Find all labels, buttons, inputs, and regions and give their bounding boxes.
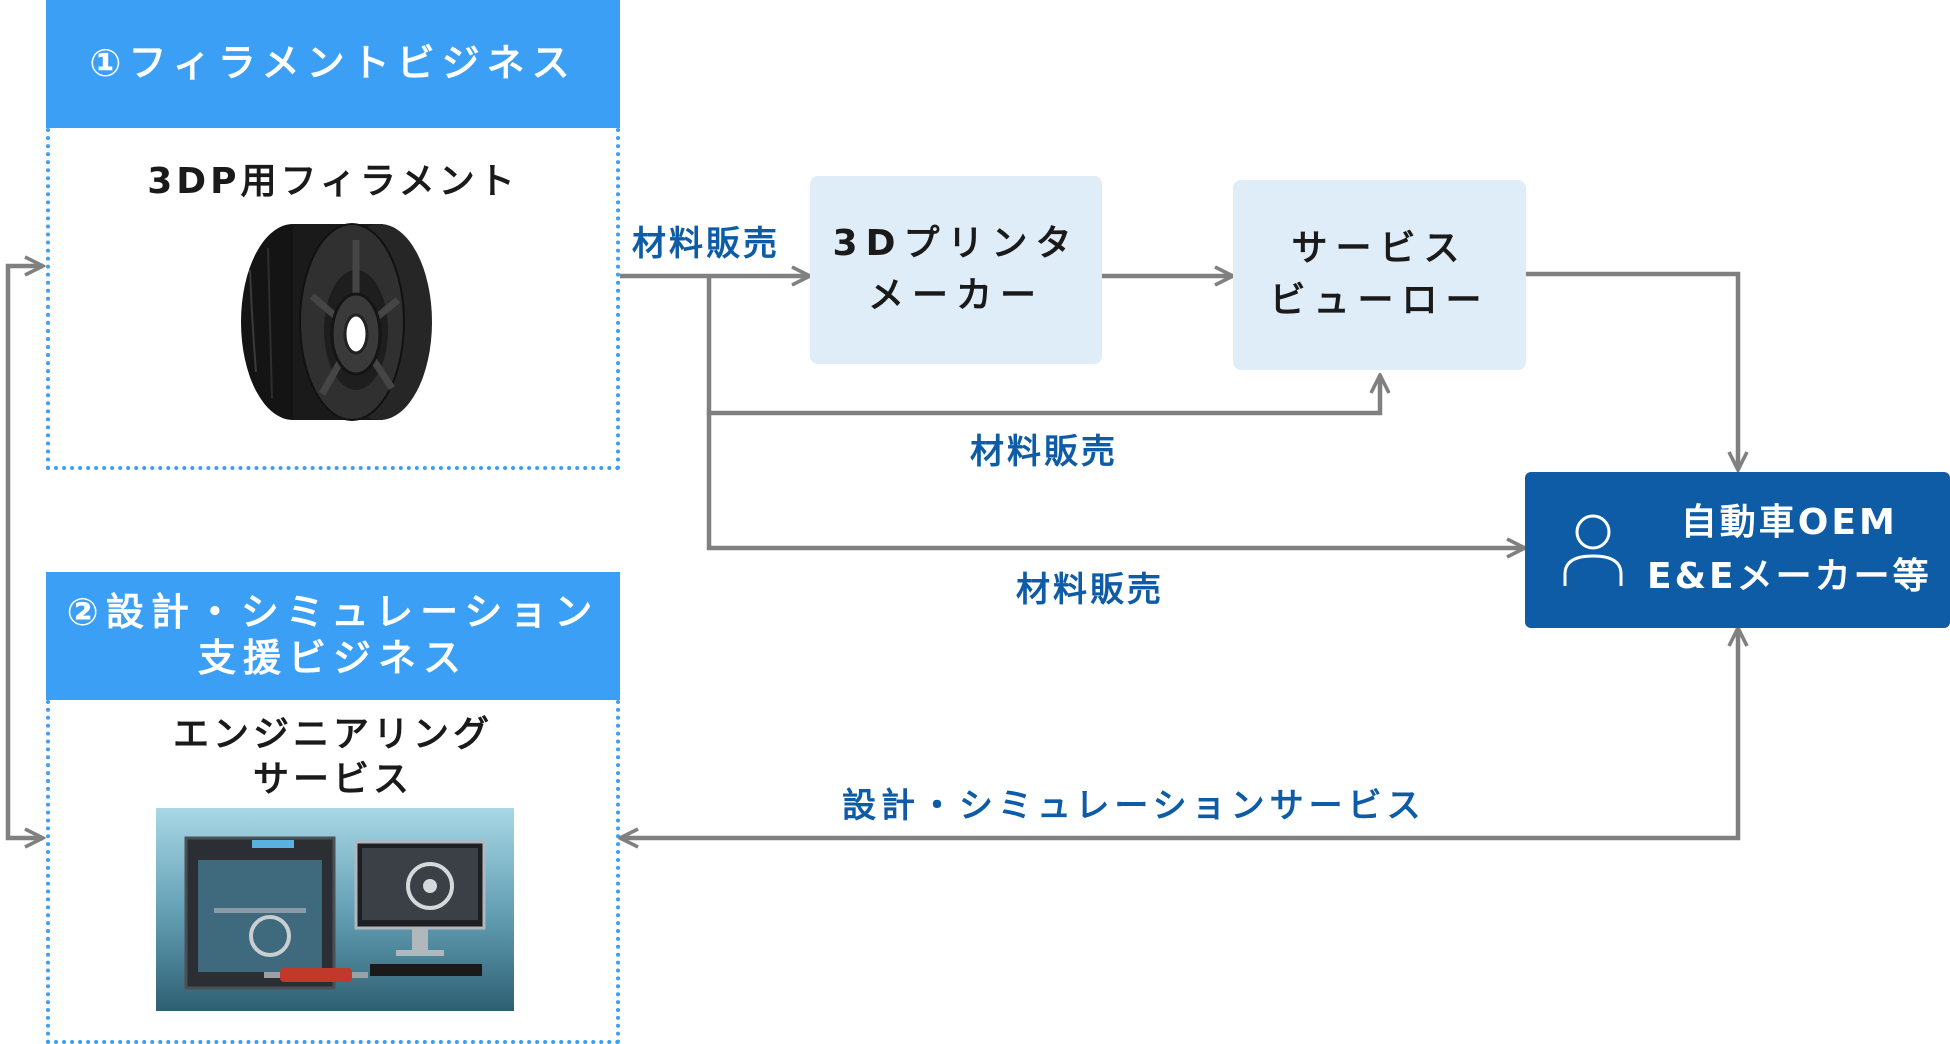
printer-maker-node: 3Dプリンタ メーカー [810, 176, 1102, 364]
printer-maker-line2: メーカー [867, 275, 1044, 316]
service-bureau-line1: サービス [1291, 227, 1468, 269]
business1-box [46, 128, 620, 470]
business2-product-title: エンジニアリング サービス [46, 712, 620, 802]
feedback-loop-arrow [5, 266, 43, 838]
oem-line1: 自動車OEM [1680, 502, 1898, 543]
business2-product-title-line2: サービス [252, 759, 413, 800]
arrow-to-oem-direct [706, 413, 1525, 548]
business2-header: ②設計・シミュレーション 支援ビジネス [46, 572, 620, 700]
person-icon [1563, 514, 1623, 586]
printer-maker-line1: 3Dプリンタ [832, 222, 1080, 264]
business1-product-title: 3DP用フィラメント [147, 161, 519, 202]
business1-header: ①フィラメントビジネス [46, 0, 620, 128]
edge-label-design-service: 設計・シミュレーションサービス [842, 786, 1426, 826]
edge-label-to-oem: 材料販売 [1016, 570, 1164, 610]
business1-header-label: ①フィラメントビジネス [89, 41, 577, 86]
arrow-to-service-bureau [706, 276, 1380, 416]
edge-label-to-service-bureau: 材料販売 [970, 432, 1118, 472]
business2-product-title-line1: エンジニアリング [172, 714, 493, 755]
oem-line2: E&Eメーカー等 [1647, 556, 1932, 597]
oem-node: 自動車OEM E&Eメーカー等 [1525, 472, 1950, 628]
business2-header-line1: ②設計・シミュレーション [66, 590, 600, 635]
service-bureau-node: サービス ビューロー [1233, 180, 1526, 370]
business2-box [46, 700, 620, 1044]
oem-label: 自動車OEM E&Eメーカー等 [1647, 496, 1932, 604]
arrow-design-service [620, 628, 1738, 838]
arrow-bureau-to-oem [1526, 271, 1738, 470]
service-bureau-line2: ビューロー [1269, 280, 1490, 321]
edge-label-to-printer-maker: 材料販売 [632, 224, 780, 264]
business2-header-line2: 支援ビジネス [197, 636, 468, 680]
